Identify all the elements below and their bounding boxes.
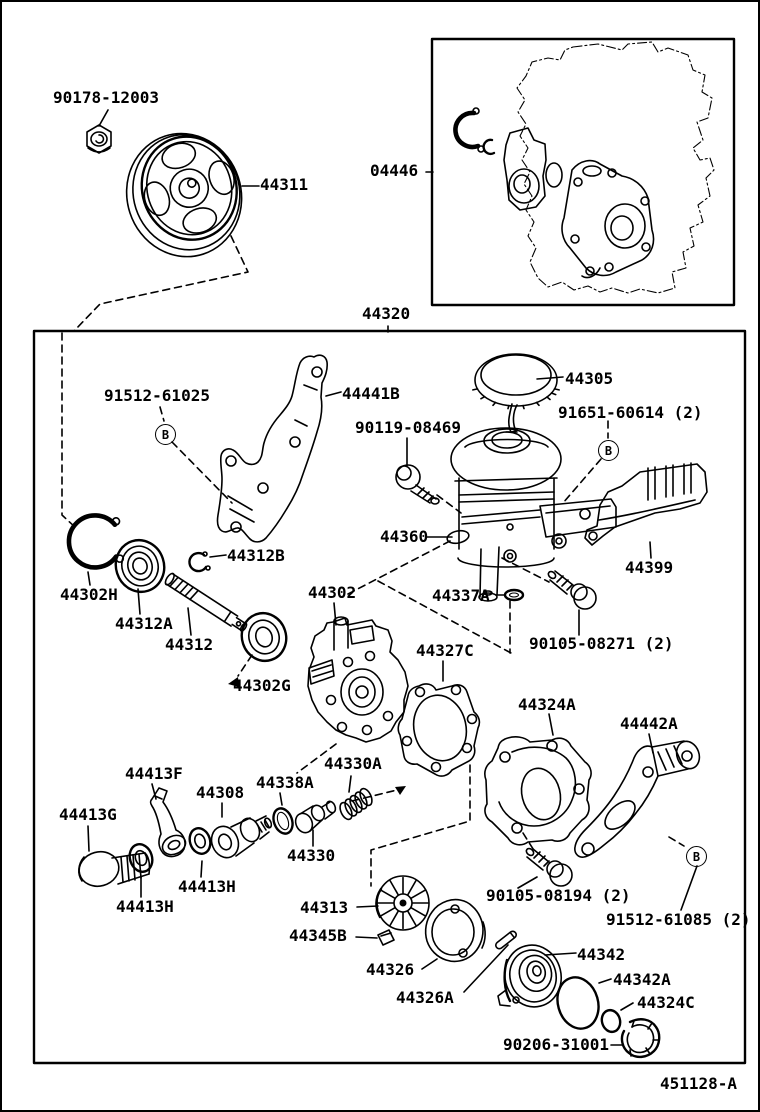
lever-drawing <box>149 787 187 858</box>
label-union-oring: 44338A <box>256 773 314 792</box>
label-pin: 44326A <box>396 988 454 1007</box>
label-flow-valve: 44330 <box>287 846 336 865</box>
washer-right-drawing <box>188 827 212 855</box>
vane-plate-drawing <box>377 929 395 946</box>
label-washer-left: 44413H <box>116 897 174 916</box>
nut-drawing <box>86 124 112 154</box>
label-reservoir-bolt2: 90105-08271 (2) <box>529 634 674 653</box>
main-box <box>32 329 747 1065</box>
bolt-08194-drawing <box>525 847 573 887</box>
dashed-arrowheads <box>228 677 406 795</box>
side-plate-drawing <box>497 944 562 1008</box>
cap-drawing <box>472 353 560 433</box>
snap-ring-large-drawing <box>66 513 125 570</box>
label-inset-kit: 04446 <box>370 161 419 180</box>
label-side-plate: 44342 <box>577 945 626 964</box>
label-washer-right: 44413H <box>178 877 236 896</box>
reservoir-drawing <box>446 427 617 602</box>
oring-large-drawing <box>556 976 600 1030</box>
front-housing-drawing <box>307 616 409 743</box>
label-bolt-b3: 91512-61085 (2) <box>606 910 751 929</box>
label-snap-ring-large: 44302H <box>60 585 118 604</box>
label-plate-gasket: 44327C <box>416 641 474 660</box>
label-oil-seal: 44302G <box>233 676 291 695</box>
union-drawing <box>210 815 273 859</box>
label-heat-shield: 44399 <box>625 558 674 577</box>
front-bracket-drawing <box>216 354 328 543</box>
plug-drawing <box>78 850 151 888</box>
label-rear-bolt: 90105-08194 (2) <box>486 886 631 905</box>
label-assembly: 44320 <box>362 304 411 323</box>
pulley-drawing <box>125 132 243 258</box>
label-rear-bracket: 44442A <box>620 714 678 733</box>
washer-left-drawing <box>128 843 154 873</box>
snap-ring-small-drawing <box>188 551 211 573</box>
label-figure-code: 451128-A <box>660 1074 738 1093</box>
label-front-bracket: 44441B <box>342 384 400 403</box>
label-oring-large: 44342A <box>613 970 671 989</box>
label-cam-ring: 44326 <box>366 960 415 979</box>
bearing-drawing <box>114 538 166 594</box>
label-rotor: 44313 <box>300 898 349 917</box>
label-reservoir-bolt: 90119-08469 <box>355 418 461 437</box>
label-cap: 44305 <box>565 369 614 388</box>
bolt-08271-drawing <box>547 570 597 610</box>
oring-small-drawing <box>600 1008 622 1034</box>
label-front-housing: 44302 <box>308 583 357 602</box>
label-spring: 44330A <box>324 754 382 773</box>
rear-bracket-drawing <box>574 740 701 858</box>
inset-box <box>430 37 736 307</box>
label-pulley-nut: 90178-12003 <box>53 88 159 107</box>
label-oring-small: 44324C <box>637 993 695 1012</box>
label-lever: 44413F <box>125 764 183 783</box>
flow-valve-drawing <box>294 800 337 834</box>
reservoir-bolt-drawing <box>395 464 440 505</box>
spring-drawing <box>339 787 373 821</box>
label-union: 44308 <box>196 783 245 802</box>
label-bearing: 44312A <box>115 614 173 633</box>
symbol-b-circle-3: B <box>686 846 707 867</box>
label-plug: 44413G <box>59 805 117 824</box>
label-rear-housing: 44324A <box>518 695 576 714</box>
union-oring-drawing <box>272 807 294 835</box>
shaft-drawing <box>164 572 248 632</box>
rotor-drawing <box>375 875 430 931</box>
label-bolt-b1: 91512-61025 <box>104 386 210 405</box>
suction-oring-drawing <box>503 588 525 602</box>
oil-seal-drawing <box>240 611 288 663</box>
rear-snap-ring-drawing <box>620 1018 661 1059</box>
symbol-b-circle-2: B <box>598 440 619 461</box>
heat-shield-drawing <box>584 462 708 546</box>
label-bolt-b2: 91651-60614 (2) <box>558 403 703 422</box>
pin-drawing <box>495 930 517 950</box>
symbol-b-circle-1: B <box>155 424 176 445</box>
label-vane-plate: 44345B <box>289 926 347 945</box>
cam-ring-drawing <box>424 898 486 963</box>
assembly-dashed-lines <box>61 235 685 887</box>
label-reservoir: 44360 <box>380 527 429 546</box>
rear-housing-drawing <box>484 736 592 846</box>
label-snap-ring-small: 44312B <box>227 546 285 565</box>
label-shaft: 44312 <box>165 635 214 654</box>
plate-gasket-drawing <box>397 683 481 777</box>
leader-lines <box>87 109 698 1046</box>
label-rear-snap-ring: 90206-31001 <box>503 1035 609 1054</box>
label-suction-oring: 44337A <box>432 586 490 605</box>
label-pulley: 44311 <box>260 175 309 194</box>
